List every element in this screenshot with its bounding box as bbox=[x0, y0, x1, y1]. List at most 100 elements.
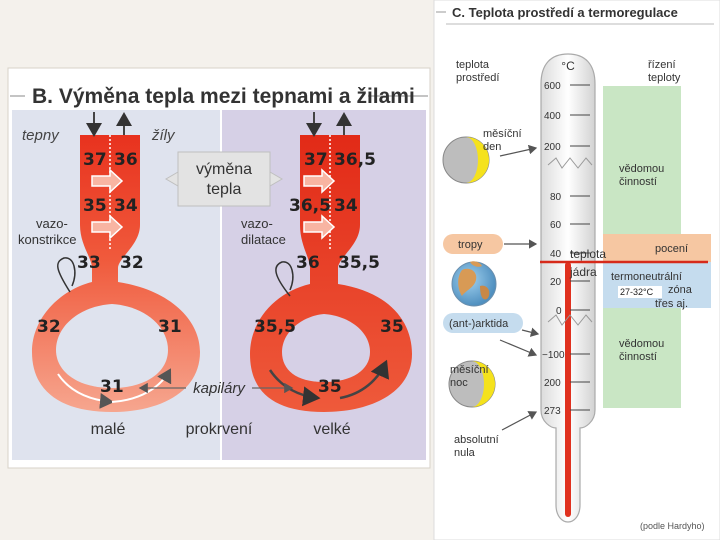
left-vein-low: 32 bbox=[120, 253, 144, 273]
right-exchange-arrow-2 bbox=[303, 214, 336, 240]
conscious-bottom-label-line1: vědomou bbox=[619, 338, 664, 350]
panel-b-title: B. Výměna tepla mezi tepnami a žilami bbox=[32, 85, 415, 108]
earth-icon bbox=[451, 261, 497, 307]
conscious-control-band-top bbox=[603, 86, 681, 234]
high-flow-label: velké bbox=[313, 421, 350, 438]
lunar-night-pointer bbox=[499, 339, 538, 357]
scale-label: 20 bbox=[550, 277, 562, 288]
left-vessel-loop: 37 36 35 34 33 32 32 31 31 bbox=[32, 112, 200, 412]
thermoneutral-label-line1: termoneutrální bbox=[611, 271, 682, 283]
left-vasoconstriction-marker bbox=[57, 257, 76, 293]
scale-label: 400 bbox=[544, 111, 561, 122]
exchange-label-line2: tepla bbox=[207, 181, 242, 198]
thermometer-mercury bbox=[565, 262, 571, 517]
vasodilatation-label-line2: dilatace bbox=[241, 232, 286, 247]
env-temp-label-line2: prostředí bbox=[456, 72, 499, 84]
arctic-pointer bbox=[521, 327, 540, 337]
control-label-line1: řízení bbox=[648, 59, 676, 71]
right-vein-mid: 34 bbox=[334, 196, 358, 216]
source-label: (podle Hardyho) bbox=[640, 521, 705, 531]
right-vein-low: 35,5 bbox=[338, 253, 380, 273]
left-vein-top: 36 bbox=[114, 150, 138, 170]
right-artery-top: 37 bbox=[304, 150, 328, 170]
lunar-day-icon bbox=[442, 136, 490, 184]
thermoneutral-range-box bbox=[618, 286, 662, 298]
left-artery-top: 37 bbox=[83, 150, 107, 170]
right-artery-low: 36 bbox=[296, 253, 320, 273]
arctic-label: (ant-)arktida bbox=[449, 318, 509, 330]
arteries-label: tepny bbox=[22, 127, 60, 144]
right-loop-flow-arrow-2 bbox=[339, 359, 390, 400]
thermometer: °C 600 400 200 80 60 40 20 0 −100 200 27… bbox=[540, 53, 596, 523]
conscious-control-band-bottom bbox=[603, 308, 681, 408]
capillaries-label: kapiláry bbox=[193, 380, 246, 397]
absolute-zero-label-line2: nula bbox=[454, 447, 476, 459]
absolute-zero-pointer bbox=[501, 411, 538, 431]
left-loop-bottom-temp: 31 bbox=[100, 377, 124, 397]
unit-label: °C bbox=[561, 59, 575, 73]
right-vessel-loop: 37 36,5 36,5 34 36 35,5 35,5 35 35 bbox=[250, 112, 412, 412]
thermoneutral-label-line2: zóna bbox=[668, 284, 693, 296]
tropics-label: tropy bbox=[458, 239, 483, 251]
panel-c-title: C. Teplota prostředí a termoregulace bbox=[452, 5, 678, 20]
scale-label: 0 bbox=[556, 306, 562, 317]
scale-label: 200 bbox=[544, 378, 561, 389]
control-label-line2: teploty bbox=[648, 72, 681, 84]
right-exchange-arrow-1 bbox=[303, 168, 336, 194]
lunar-day-pointer bbox=[499, 144, 538, 157]
left-artery-low: 33 bbox=[77, 253, 101, 273]
env-temp-label-line1: teplota bbox=[456, 59, 490, 71]
shivering-label: třes aj. bbox=[655, 298, 688, 310]
scale-label: 60 bbox=[550, 220, 562, 231]
veins-label: žíly bbox=[151, 127, 176, 144]
lunar-day-label-line1: měsíční bbox=[483, 128, 522, 140]
scale-break-lower bbox=[547, 314, 593, 326]
panel-b: B. Výměna tepla mezi tepnami a žilami te… bbox=[7, 67, 431, 469]
left-loop-left-temp: 32 bbox=[37, 317, 61, 337]
left-loop-flow-arrow-1 bbox=[57, 373, 114, 409]
vasodilatation-label-line1: vazo- bbox=[241, 216, 273, 231]
scale-break-upper bbox=[547, 157, 593, 169]
heat-exchange-label: výměna tepla bbox=[165, 151, 283, 207]
exchange-label-line1: výměna bbox=[196, 161, 252, 178]
thermoneutral-range: 27-32°C bbox=[620, 287, 654, 297]
lunar-night-icon bbox=[448, 360, 496, 408]
scale-label: 200 bbox=[544, 142, 561, 153]
conscious-top-label-line2: činností bbox=[619, 176, 657, 188]
low-flow-label: malé bbox=[91, 421, 126, 438]
scale-label: −100 bbox=[542, 350, 565, 361]
scale-label: 273 bbox=[544, 406, 561, 417]
left-exchange-arrow-1 bbox=[91, 168, 124, 194]
arctic-pill bbox=[443, 313, 523, 333]
right-loop-right-temp: 35 bbox=[380, 317, 404, 337]
right-vein-top: 36,5 bbox=[334, 150, 376, 170]
left-loop-right-temp: 31 bbox=[158, 317, 182, 337]
scale-label: 600 bbox=[544, 81, 561, 92]
thermoneutral-band bbox=[603, 262, 711, 308]
sweating-band bbox=[603, 234, 711, 262]
scale-label: 80 bbox=[550, 192, 562, 203]
core-temp-label-line1: teplota bbox=[570, 247, 606, 261]
conscious-bottom-label-line2: činností bbox=[619, 351, 657, 363]
right-artery-mid: 36,5 bbox=[289, 196, 331, 216]
lunar-night-label-line1: měsíční bbox=[450, 364, 489, 376]
left-loop-hole bbox=[56, 304, 168, 388]
tropics-pill bbox=[443, 234, 503, 254]
right-loop-bottom-temp: 35 bbox=[318, 377, 342, 397]
perfusion-label: prokrvení bbox=[186, 421, 253, 438]
left-artery-mid: 35 bbox=[83, 196, 107, 216]
sweating-label: pocení bbox=[655, 243, 688, 255]
right-loop-left-temp: 35,5 bbox=[254, 317, 296, 337]
right-loop-hole bbox=[282, 314, 370, 382]
left-vein-mid: 34 bbox=[114, 196, 138, 216]
absolute-zero-label-line1: absolutní bbox=[454, 434, 499, 446]
core-temp-label-line2: jádra bbox=[569, 265, 597, 279]
right-vasodilatation-marker bbox=[275, 261, 294, 297]
lunar-night-label-line2: noc bbox=[450, 377, 468, 389]
panel-c: C. Teplota prostředí a termoregulace tep… bbox=[433, 0, 720, 540]
vasoconstriction-label-line2: konstrikce bbox=[18, 232, 77, 247]
lunar-day-label-line2: den bbox=[483, 141, 501, 153]
conscious-top-label-line1: vědomou bbox=[619, 163, 664, 175]
vasoconstriction-label-line1: vazo- bbox=[36, 216, 68, 231]
